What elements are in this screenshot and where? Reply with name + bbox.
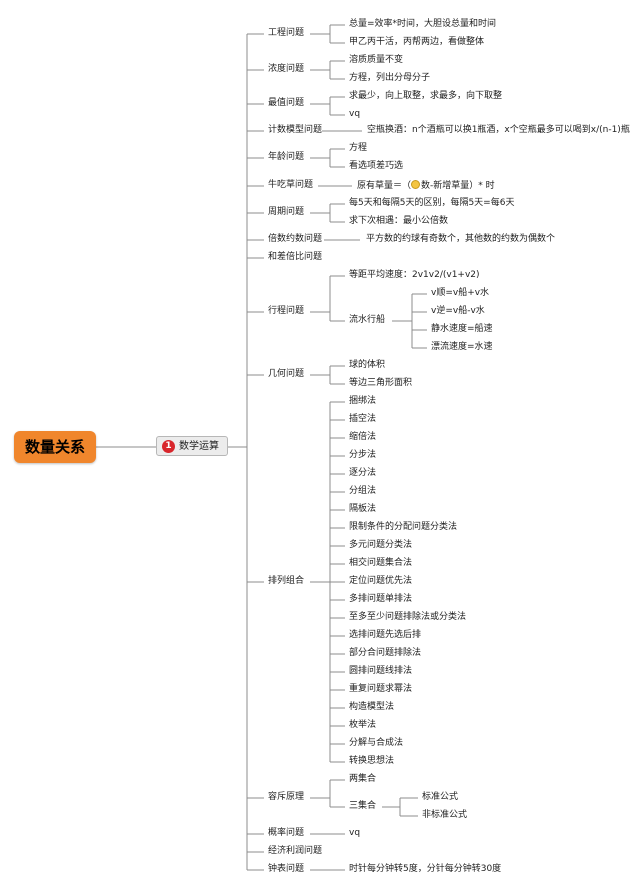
leaf[interactable]: 时针每分钟转5度，分针每分钟转30度 (349, 864, 502, 874)
leaf[interactable]: 圆排问题线排法 (349, 666, 413, 676)
branch-jihe[interactable]: 几何问题 (268, 369, 305, 379)
leaf[interactable]: 等边三角形面积 (349, 378, 413, 388)
leaf[interactable]: 标准公式 (422, 792, 459, 802)
leaf[interactable]: 转换思想法 (349, 756, 395, 766)
leaf[interactable]: vq (349, 828, 361, 838)
branch-zhouqi[interactable]: 周期问题 (268, 207, 305, 217)
leaf[interactable]: 溶质质量不变 (349, 55, 404, 65)
branch-rongchi[interactable]: 容斥原理 (268, 792, 305, 802)
branch-gailv[interactable]: 概率问题 (268, 828, 305, 838)
leaf[interactable]: 求下次相遇：最小公倍数 (349, 216, 449, 226)
leaf[interactable]: 至多至少问题排除法或分类法 (349, 612, 467, 622)
branch-nianling[interactable]: 年龄问题 (268, 152, 305, 162)
main-topic-label: 数学运算 (179, 441, 219, 452)
root-node[interactable]: 数量关系 (14, 431, 96, 463)
leaf[interactable]: 定位问题优先法 (349, 576, 413, 586)
leaf[interactable]: 插空法 (349, 414, 377, 424)
branch-hecha[interactable]: 和差倍比问题 (268, 252, 323, 262)
leaf[interactable]: 方程，列出分母分子 (349, 73, 431, 83)
sub-branch-liushui[interactable]: 流水行船 (349, 315, 386, 325)
leaf[interactable]: 总量=效率*时间，大胆设总量和时间 (349, 19, 497, 29)
leaf[interactable]: 甲乙丙干活，丙帮两边，看做整体 (349, 37, 485, 47)
branch-niuchicao[interactable]: 牛吃草问题 (268, 180, 314, 190)
leaf[interactable]: 分步法 (349, 450, 377, 460)
branch-gongcheng[interactable]: 工程问题 (268, 28, 305, 38)
branch-nongdu[interactable]: 浓度问题 (268, 64, 305, 74)
leaf[interactable]: 漂流速度=水速 (431, 342, 493, 352)
leaf[interactable]: 求最少，向上取整，求最多，向下取整 (349, 91, 503, 101)
leaf[interactable]: 缩倍法 (349, 432, 377, 442)
priority-badge: 1 (162, 440, 175, 453)
sub-branch-sanjihe[interactable]: 三集合 (349, 801, 377, 811)
leaf[interactable]: 捆绑法 (349, 396, 377, 406)
leaf[interactable]: 原有草量＝（ 数-新增草量）* 时 (357, 180, 495, 192)
leaf[interactable]: 选排问题先选后排 (349, 630, 422, 640)
leaf[interactable]: 逐分法 (349, 468, 377, 478)
branch-jishu[interactable]: 计数模型问题 (268, 125, 323, 135)
leaf[interactable]: 限制条件的分配问题分类法 (349, 522, 458, 532)
leaf[interactable]: 隔板法 (349, 504, 377, 514)
leaf[interactable]: vq (349, 109, 361, 119)
leaf[interactable]: 平方数的约球有奇数个，其他数的约数为偶数个 (366, 234, 556, 244)
branch-jingji[interactable]: 经济利润问题 (268, 846, 323, 856)
leaf[interactable]: v顺=v船+v水 (431, 288, 490, 298)
leaf[interactable]: 静水速度=船速 (431, 324, 493, 334)
leaf-text-pre: 原有草量＝（ (357, 181, 412, 191)
leaf[interactable]: 非标准公式 (422, 810, 468, 820)
main-topic-node[interactable]: 1 数学运算 (156, 436, 228, 456)
leaf[interactable]: 等距平均速度：2v1v2/(v1+v2) (349, 270, 480, 280)
leaf[interactable]: 多元问题分类法 (349, 540, 413, 550)
leaf[interactable]: 两集合 (349, 774, 377, 784)
leaf[interactable]: 空瓶换酒：n个酒瓶可以换1瓶酒，x个空瓶最多可以喝到x/(n-1)瓶 (367, 125, 630, 135)
leaf[interactable]: 相交问题集合法 (349, 558, 413, 568)
leaf[interactable]: 部分合问题排除法 (349, 648, 422, 658)
leaf[interactable]: 球的体积 (349, 360, 386, 370)
leaf[interactable]: 重复问题求幂法 (349, 684, 413, 694)
branch-zuizhi[interactable]: 最值问题 (268, 98, 305, 108)
branch-beishu[interactable]: 倍数约数问题 (268, 234, 323, 244)
leaf[interactable]: 多排问题单排法 (349, 594, 413, 604)
leaf[interactable]: 构造模型法 (349, 702, 395, 712)
branch-pailie[interactable]: 排列组合 (268, 576, 305, 586)
leaf[interactable]: 每5天和每隔5天的区别，每隔5天=每6天 (349, 198, 515, 208)
leaf-text-post: 数-新增草量）* 时 (421, 181, 495, 191)
leaf[interactable]: v逆=v船-v水 (431, 306, 485, 316)
leaf[interactable]: 方程 (349, 143, 368, 153)
leaf[interactable]: 看选项差巧选 (349, 161, 404, 171)
leaf[interactable]: 分组法 (349, 486, 377, 496)
emoji-face-icon (411, 180, 421, 189)
branch-zhongbiao[interactable]: 钟表问题 (268, 864, 305, 874)
leaf[interactable]: 分解与合成法 (349, 738, 404, 748)
branch-xingcheng[interactable]: 行程问题 (268, 306, 305, 316)
leaf[interactable]: 枚举法 (349, 720, 377, 730)
